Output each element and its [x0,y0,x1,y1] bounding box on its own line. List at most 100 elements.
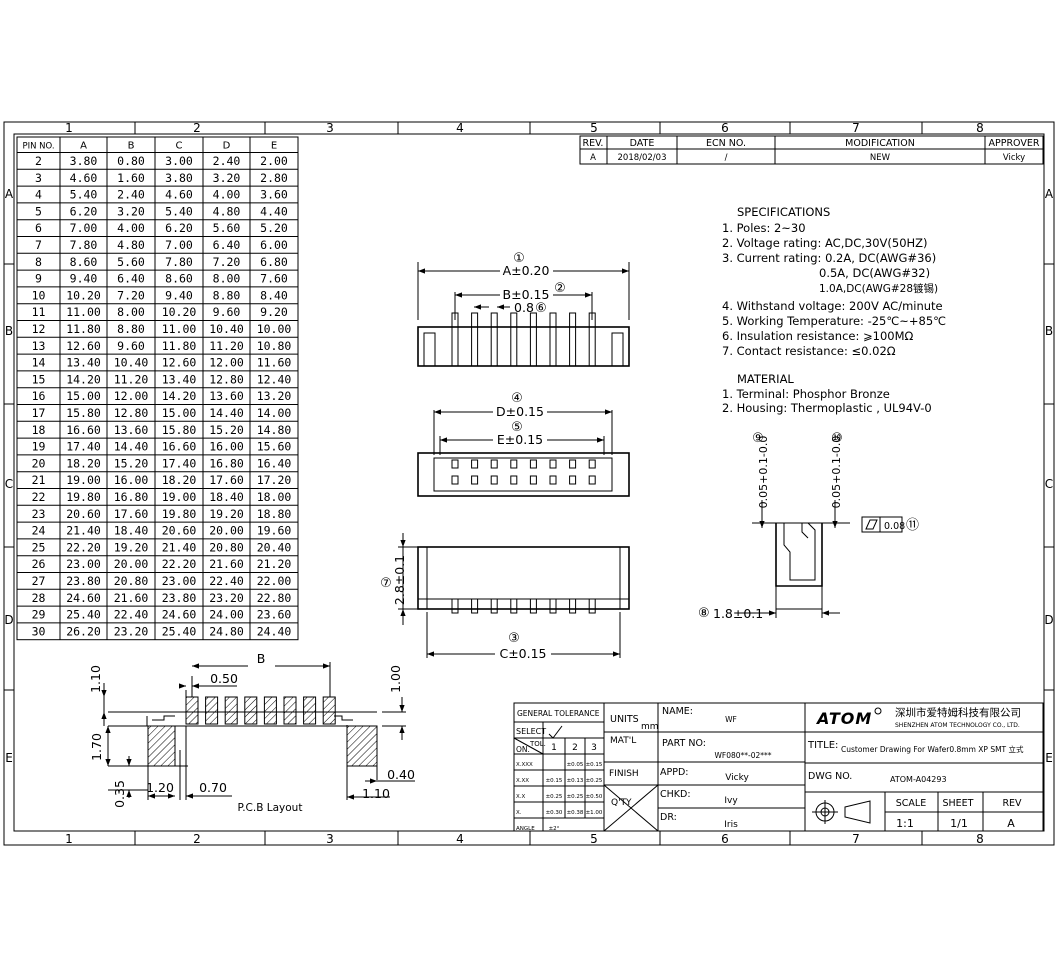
pin-table-cell: 19.20 [209,507,244,521]
terminal-pin [471,312,479,367]
pin-table-cell: 16.00 [114,473,149,487]
pin-table-cell: 18.40 [114,524,149,538]
material-line: 1. Terminal: Phosphor Bronze [722,387,890,401]
border-column-number: 5 [590,832,598,846]
detail-view: ⑨ ⑩ 0.05+0.1-0.0 0.05+0.1-0.0 ⑧ 1.8±0.1 … [698,431,919,621]
part-label: PART NO: [662,738,706,749]
pin-table-cell: 10.40 [114,356,149,370]
tolerance-cell: ±0.15 [586,762,603,768]
border-row-letter: E [5,751,13,765]
pin-table-cell: 7.00 [165,238,193,252]
pin-table-cell: 9.40 [165,288,193,302]
pin-table-cell: 2.00 [260,154,288,168]
border-row-letter: B [1045,324,1053,338]
title-value: Customer Drawing For Wafer0.8mm XP SMT 立… [841,744,1024,754]
tolerance-cell: ±0.13 [567,778,584,784]
pin-table-cell: 4.60 [70,171,98,185]
border-row-letter: D [1044,613,1053,627]
pin-table-cell: 4.40 [260,204,288,218]
contact-slot [569,459,577,469]
pin-table-cell: 7.80 [70,238,98,252]
pin-table-cell: 15.00 [66,389,101,403]
tolerance-cell: ±1.00 [586,810,603,816]
tolerance-cell: ±0.05 [567,762,584,768]
pin-table-cell: 9.60 [117,339,145,353]
pin-table-cell: 23 [32,507,46,521]
specifications-title: SPECIFICATIONS [737,205,830,219]
rev-header: REV. [583,138,604,149]
specifications-block: SPECIFICATIONS 1. Poles: 2~30 2. Voltage… [722,205,946,415]
terminal-leg [588,598,596,614]
terminal-pin [529,312,537,367]
pin-table-cell: 3.80 [165,171,193,185]
callout-10: ⑩ [831,431,843,446]
pin-table-cell: 20.80 [209,540,244,554]
tolerance-on: ON. [516,745,530,754]
pin-table-cell: 16.00 [209,440,244,454]
terminal-pin [549,312,557,367]
signal-pad [224,696,238,725]
flatness-frame [861,516,903,533]
pin-table-cell: 9 [35,272,42,286]
material-line: 2. Housing: Thermoplastic , UL94V-0 [722,401,932,415]
pin-table-header: D [223,141,231,152]
contact-slot [529,459,537,469]
pcb-dim-050: 0.50 [210,671,238,686]
pin-table-cell: 21.40 [162,540,197,554]
modification-value: NEW [870,153,891,163]
pin-table-cell: 2.80 [260,171,288,185]
pin-table-header: E [271,141,277,152]
pin-table-cell: 28 [32,591,46,605]
pin-table-cell: 14.40 [114,440,149,454]
pcb-dim-040: 0.40 [387,767,415,782]
pin-table-cell: 11.20 [209,339,244,353]
pin-table-cell: 24.40 [257,624,292,638]
material-title: MATERIAL [737,372,794,386]
pin-table-cell: 8.00 [213,272,241,286]
pin-table-cell: 2.40 [117,188,145,202]
units-label: UNITS [610,714,639,725]
tolerance-cell: ±0.30 [546,810,563,816]
border-row-letter: B [5,324,13,338]
date-header: DATE [630,138,655,149]
tolerance-cell: ±0.25 [567,794,584,800]
border-row-letter: A [5,187,14,201]
approver-header: APPROVER [989,138,1040,149]
pin-table-cell: 23.20 [114,624,149,638]
ecn-value: / [725,153,728,163]
pin-table-cell: 8.40 [260,288,288,302]
pin-table-cell: 19.80 [66,490,101,504]
company-name-en: SHENZHEN ATOM TECHNOLOGY CO., LTD. [895,722,1020,729]
dim-A: A±0.20 [503,263,550,278]
pin-table-cell: 20.00 [209,524,244,538]
ecn-header: ECN NO. [706,138,746,149]
matl-label: MAT'L [610,736,636,746]
tolerance-cell: X.XXX [516,762,533,768]
contact-slot [510,459,518,469]
pin-table-cell: 12.60 [66,339,101,353]
pin-table-cell: 24 [32,524,46,538]
dim-C: C±0.15 [499,646,546,661]
tolerance-cell: ±0.25 [586,778,603,784]
terminal-pin [510,312,518,367]
pin-table-cell: 15 [32,372,46,386]
pin-table-cell: 5.40 [165,204,193,218]
pin-table-cell: 6.20 [165,221,193,235]
pin-table-cell: 8.60 [165,272,193,286]
pin-table-cell: 11.80 [66,322,101,336]
border-row-letter: C [1045,477,1053,491]
border-column-number: 6 [721,832,729,846]
pin-table-cell: 4.80 [213,204,241,218]
callout-3: ③ [508,631,520,646]
pin-table-header: C [176,141,183,152]
pin-table-cell: 2.40 [213,154,241,168]
pin-table-cell: 15.20 [209,423,244,437]
contact-slot [471,459,479,469]
pin-table-cell: 12.80 [209,372,244,386]
pin-table-cell: 17.40 [66,440,101,454]
pin-table-cell: 22.40 [209,574,244,588]
pin-table-cell: 24.60 [66,591,101,605]
pin-table-cell: 16.40 [257,456,292,470]
border-column-number: 4 [456,121,464,135]
